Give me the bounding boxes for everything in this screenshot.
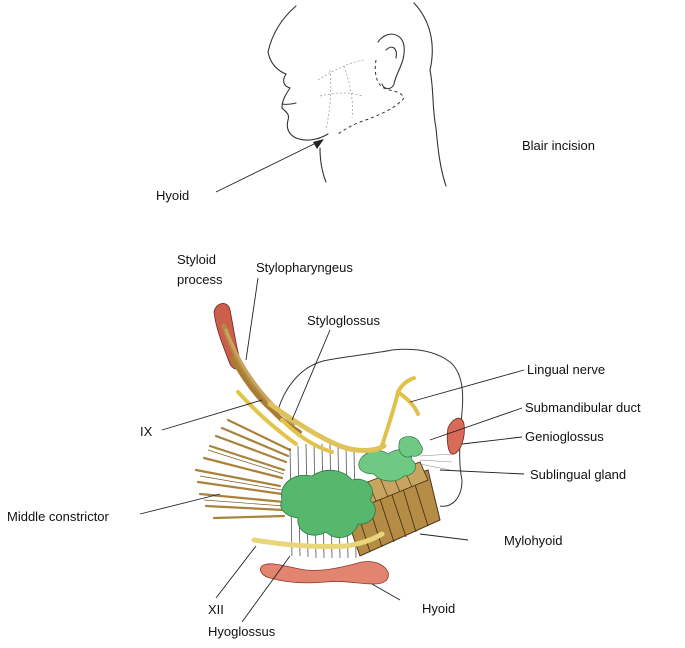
styloglossus-band: [267, 401, 387, 453]
blair-incision-line: [337, 59, 405, 135]
label-hyoid-top: Hyoid: [156, 188, 190, 203]
label-xii: XII: [208, 602, 224, 617]
label-stylopharyngeus: Stylopharyngeus: [256, 260, 353, 275]
label-submandibular-duct: Submandibular duct: [525, 400, 641, 415]
submandibular-gland: [280, 469, 376, 538]
label-hyoglossus: Hyoglossus: [208, 624, 276, 639]
genial-tubercle: [446, 417, 465, 455]
hyoid-bone: [260, 561, 389, 585]
label-hyoid-bottom: Hyoid: [422, 601, 456, 616]
sublingual-gland: [358, 436, 423, 482]
label-genioglossus: Genioglossus: [525, 429, 604, 444]
middle-constrictor-muscle: [194, 418, 292, 520]
label-styloglossus: Styloglossus: [307, 313, 380, 328]
hypoglossal-nerve: [251, 531, 385, 550]
label-styloid-process: Styloid process: [177, 252, 223, 287]
label-sublingual-gland: Sublingual gland: [530, 467, 627, 482]
hyoid-arrowhead-icon: [313, 139, 324, 149]
label-middle-constrictor: Middle constrictor: [7, 509, 109, 524]
lingual-nerve-branch: [380, 376, 420, 448]
mandible-outline: [277, 348, 464, 507]
mandible-sketch: [317, 59, 365, 131]
label-lingual-nerve: Lingual nerve: [527, 362, 606, 377]
label-mylohyoid: Mylohyoid: [504, 533, 563, 548]
glossopharyngeal-nerve: [236, 390, 334, 454]
leader-lines: [139, 277, 525, 623]
label-blair-incision: Blair incision: [522, 138, 595, 153]
head-profile-sketch: [267, 2, 447, 187]
label-ix: IX: [140, 424, 153, 439]
